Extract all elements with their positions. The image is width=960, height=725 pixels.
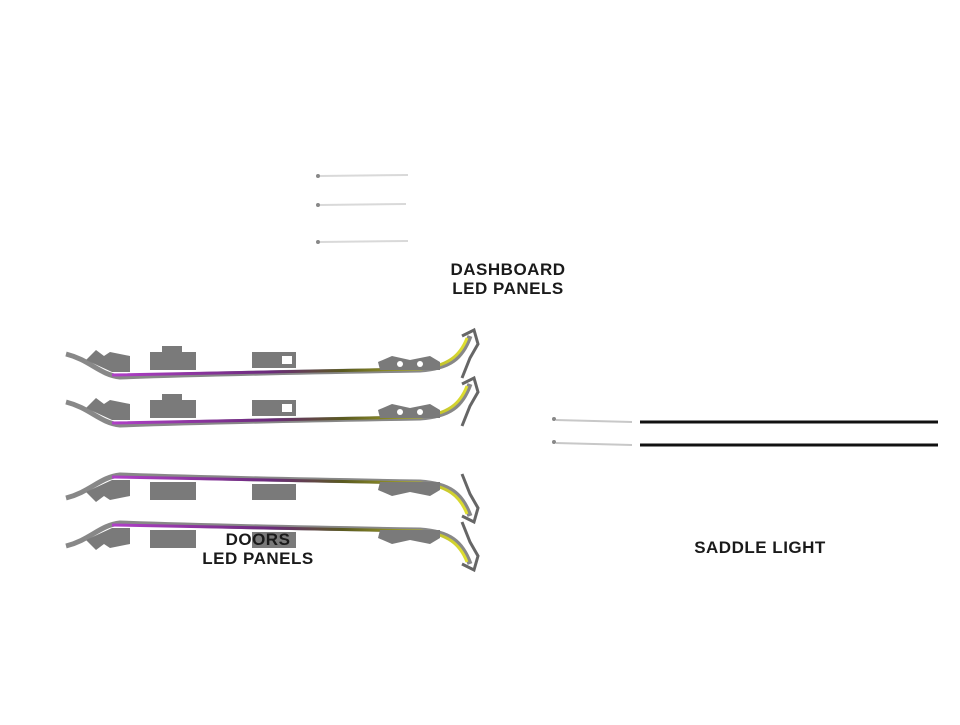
doors-caption: DOORS LED PANELS: [168, 530, 348, 568]
dashboard-caption-line1: DASHBOARD: [450, 260, 566, 279]
doors-caption-line2: LED PANELS: [202, 549, 314, 568]
saddle-caption-line1: SADDLE LIGHT: [694, 538, 826, 557]
dashboard-caption-line2: LED PANELS: [452, 279, 564, 298]
door-panel-1: [65, 327, 480, 380]
dashboard-strip-2: [316, 202, 704, 207]
dashboard-caption: DASHBOARD LED PANELS: [398, 260, 618, 298]
door-panel-3: [65, 472, 480, 525]
saddle-strips: [552, 417, 938, 447]
dashboard-strip-3: [316, 239, 768, 244]
saddle-strip-2: [552, 440, 938, 447]
saddle-strip-1: [552, 417, 938, 424]
door-panel-2: [66, 378, 478, 426]
door-panel-4: [65, 520, 480, 573]
doors-caption-line1: DOORS: [225, 530, 291, 549]
saddle-caption: SADDLE LIGHT: [640, 538, 880, 557]
dashboard-strip-1: [316, 173, 564, 178]
door-panels: [65, 327, 480, 573]
dashboard-strips: [316, 173, 768, 244]
